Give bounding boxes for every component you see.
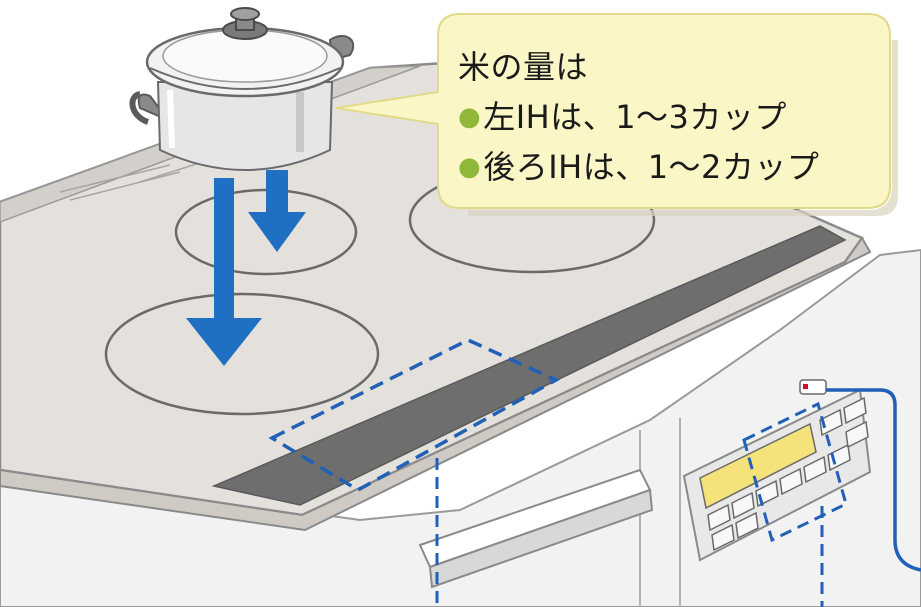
- control-strip: [211, 225, 847, 506]
- callout-line-rear-ih: ● 後ろIHは、1〜2カップ: [458, 142, 878, 192]
- indicator-light: [799, 379, 827, 395]
- cooking-pot-icon: [129, 7, 355, 171]
- callout-line-text: 後ろIHは、1〜2カップ: [483, 148, 820, 186]
- front-control-panel: [682, 379, 921, 607]
- leader-line-indicator: [826, 388, 921, 572]
- burner-left-front: [104, 292, 380, 416]
- down-arrow-icon: [186, 170, 306, 366]
- callout-text: 米の量は ● 左IHは、1〜3カップ ● 後ろIHは、1〜2カップ: [458, 42, 878, 192]
- bullet-dot-icon: ●: [458, 152, 482, 182]
- oven-handle: [418, 468, 654, 589]
- callout-title: 米の量は: [458, 48, 589, 86]
- callout-line-text: 左IHは、1〜3カップ: [483, 98, 787, 136]
- control-strip-highlight: [268, 338, 560, 493]
- callout-line-left-ih: ● 左IHは、1〜3カップ: [458, 92, 878, 142]
- bullet-dot-icon: ●: [458, 102, 482, 132]
- speech-callout: [335, 13, 898, 216]
- display-window: [699, 422, 817, 510]
